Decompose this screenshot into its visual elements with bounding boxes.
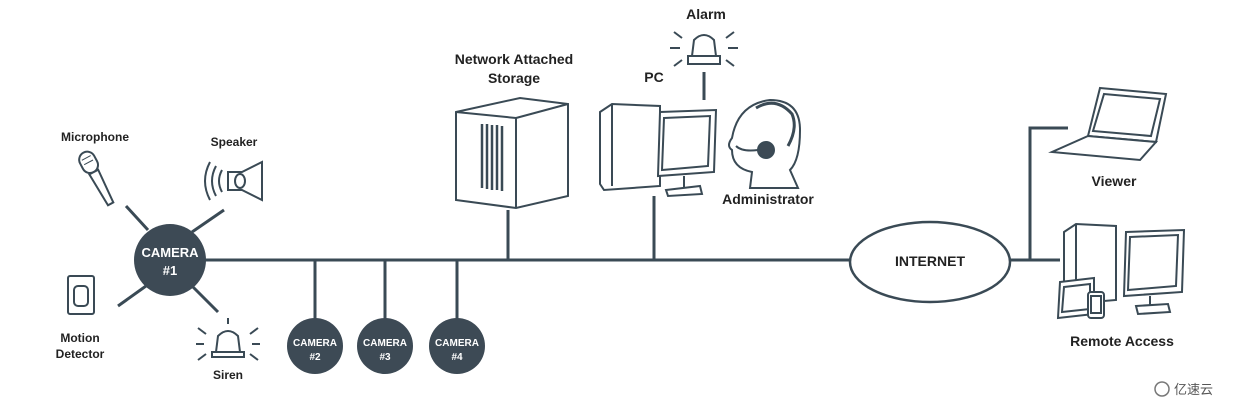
siren-label: Siren (213, 368, 243, 382)
camera-3-label: CAMERA (363, 338, 407, 349)
microphone-icon (78, 150, 115, 207)
motion-detector-label-2: Detector (56, 347, 105, 361)
camera-2[interactable]: CAMERA #2 (287, 318, 343, 374)
camera-4-label: CAMERA (435, 338, 479, 349)
microphone-label: Microphone (61, 130, 129, 144)
laptop-icon (1048, 86, 1168, 162)
remote-access-label: Remote Access (1070, 333, 1174, 349)
camera-2-label: CAMERA (293, 338, 337, 349)
network-lines (200, 72, 1068, 320)
camera-4[interactable]: CAMERA #4 (429, 318, 485, 374)
administrator-label: Administrator (722, 191, 814, 207)
watermark: 亿速云 (1154, 381, 1213, 397)
desktop-pc-icon (599, 102, 718, 198)
remote-access-devices-icon (1056, 222, 1186, 320)
alarm-label: Alarm (686, 6, 726, 22)
motion-detector-icon (67, 275, 95, 315)
viewer-label: Viewer (1092, 173, 1137, 189)
watermark-text: 亿速云 (1174, 382, 1213, 397)
storage-server-icon (455, 96, 569, 210)
pc-label: PC (644, 69, 663, 85)
internet-label: INTERNET (895, 253, 965, 269)
administrator-icon (728, 98, 802, 189)
cloud-logo-icon (1154, 381, 1170, 397)
camera-1[interactable]: CAMERA #1 (134, 224, 206, 296)
camera-2-number: #2 (309, 352, 321, 363)
speaker-icon (204, 160, 263, 202)
camera-4-number: #4 (451, 352, 463, 363)
internet-cloud[interactable]: INTERNET (848, 220, 1012, 304)
nas-label-1: Network Attached (455, 51, 574, 67)
alarm-icon (670, 22, 738, 67)
camera-1-spokes (117, 204, 225, 314)
speaker-label: Speaker (211, 135, 258, 149)
camera-1-number: #1 (163, 263, 177, 278)
camera-1-label: CAMERA (141, 245, 199, 260)
viewer-branch-line (1028, 126, 1068, 260)
nas-label-2: Storage (488, 70, 540, 86)
siren-icon (196, 318, 260, 361)
camera-3[interactable]: CAMERA #3 (357, 318, 413, 374)
motion-detector-label-1: Motion (60, 331, 99, 345)
camera-3-number: #3 (379, 352, 391, 363)
